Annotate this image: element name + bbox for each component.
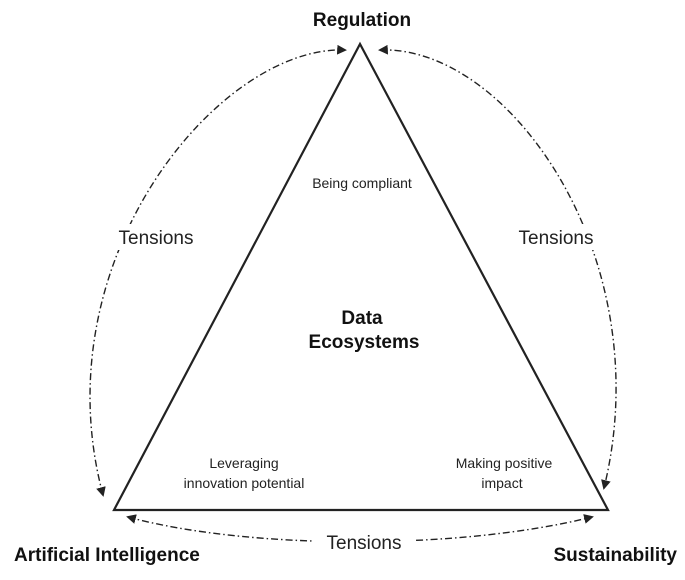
ecosystem-triangle [112,41,610,512]
tension-left-mask [108,224,204,250]
inner-label-leveraging-line1: Leveraging [209,455,278,471]
tension-arc-bottom [126,514,594,543]
tension-arc-right [378,44,617,490]
inner-label-positive-impact-line1: Making positive [456,455,553,471]
center-label-line1: Data [341,308,383,329]
tension-arc-left [89,44,347,497]
tension-bottom-mask [314,529,414,555]
tension-label-bottom: Tensions [327,533,402,554]
inner-label-leveraging-line2: innovation potential [184,475,305,491]
inner-label-being-compliant: Being compliant [312,175,412,191]
vertex-label-regulation: Regulation [313,10,411,31]
vertex-label-artificial-intelligence: Artificial Intelligence [14,545,200,566]
center-label-line2: Ecosystems [309,332,420,353]
tension-right-mask [508,224,604,250]
tension-label-right: Tensions [519,228,594,249]
tension-label-left: Tensions [119,228,194,249]
inner-label-positive-impact-line2: impact [481,475,522,491]
vertex-label-sustainability: Sustainability [553,545,677,566]
